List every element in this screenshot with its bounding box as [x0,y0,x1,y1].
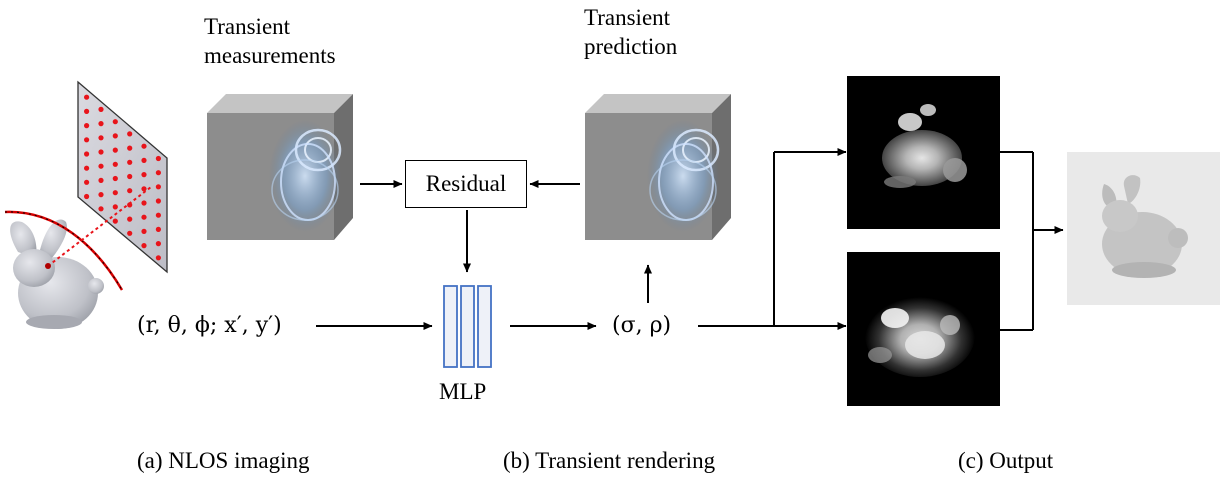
laser-point [98,121,104,127]
laser-point [98,163,104,169]
laser-point [127,216,133,222]
caption-nlos-imaging: (a) NLOS imaging [137,448,310,473]
transient-measurements-label-line2: measurements [204,43,336,68]
relay-wall-icon [77,80,168,274]
laser-point [98,206,104,212]
laser-point [98,177,104,183]
input-coordinates-label: (r, θ, ϕ; x′, y′) [137,313,282,338]
laser-point [141,186,147,192]
laser-point [141,200,147,206]
laser-point [112,175,118,182]
laser-point [127,230,133,236]
laser-point [141,228,147,234]
laser-point [141,172,147,178]
laser-point [98,192,104,198]
laser-point [84,137,90,143]
laser-point [127,145,133,151]
residual-label: Residual [425,171,507,196]
transient-prediction-label-line2: prediction [584,34,678,59]
laser-beam-paths [4,186,152,291]
laser-point [84,108,90,114]
laser-point [112,119,118,125]
laser-point [155,241,161,247]
laser-point [84,123,90,129]
laser-point [141,143,147,149]
laser-point [112,218,118,224]
residual-box: Residual [405,160,527,208]
laser-point [155,155,161,162]
laser-point [84,193,90,200]
laser-point [112,147,118,153]
transient-volume-icon [207,94,353,240]
laser-point [155,184,161,190]
laser-point [141,157,147,163]
laser-point [98,135,104,141]
laser-point [98,149,104,155]
transient-measurements-label-line1: Transient [204,14,291,39]
depth-image-icon [847,252,1000,406]
laser-point [141,243,147,249]
laser-point [127,173,133,180]
laser-point [155,170,161,176]
laser-point [84,94,90,100]
laser-point [112,161,118,167]
laser-point [155,226,161,232]
caption-output: (c) Output [958,448,1054,473]
caption-transient-rendering: (b) Transient rendering [503,448,716,473]
laser-scan-points [84,94,161,261]
mlp-label: MLP [439,379,487,404]
laser-point [155,198,161,204]
laser-point [127,159,133,165]
flow-arrows [316,148,1064,331]
transient-prediction-label-line1: Transient [584,5,671,30]
output-parameters-label: (σ, ρ) [612,313,672,338]
albedo-image-icon [847,76,1000,229]
laser-point [155,255,161,261]
laser-point [84,179,90,185]
mlp-network-icon [443,285,492,368]
laser-point [112,133,118,139]
laser-point [112,190,118,196]
transient-volume-icon [585,94,731,240]
laser-point [141,214,147,220]
bunny-object-icon [10,219,104,329]
rendered-bunny-icon [1067,152,1220,305]
laser-point [155,212,161,218]
laser-point [98,106,104,112]
laser-point [84,165,90,171]
laser-point [127,131,133,137]
laser-point [84,151,90,157]
laser-point [112,204,118,210]
laser-point [127,188,133,194]
